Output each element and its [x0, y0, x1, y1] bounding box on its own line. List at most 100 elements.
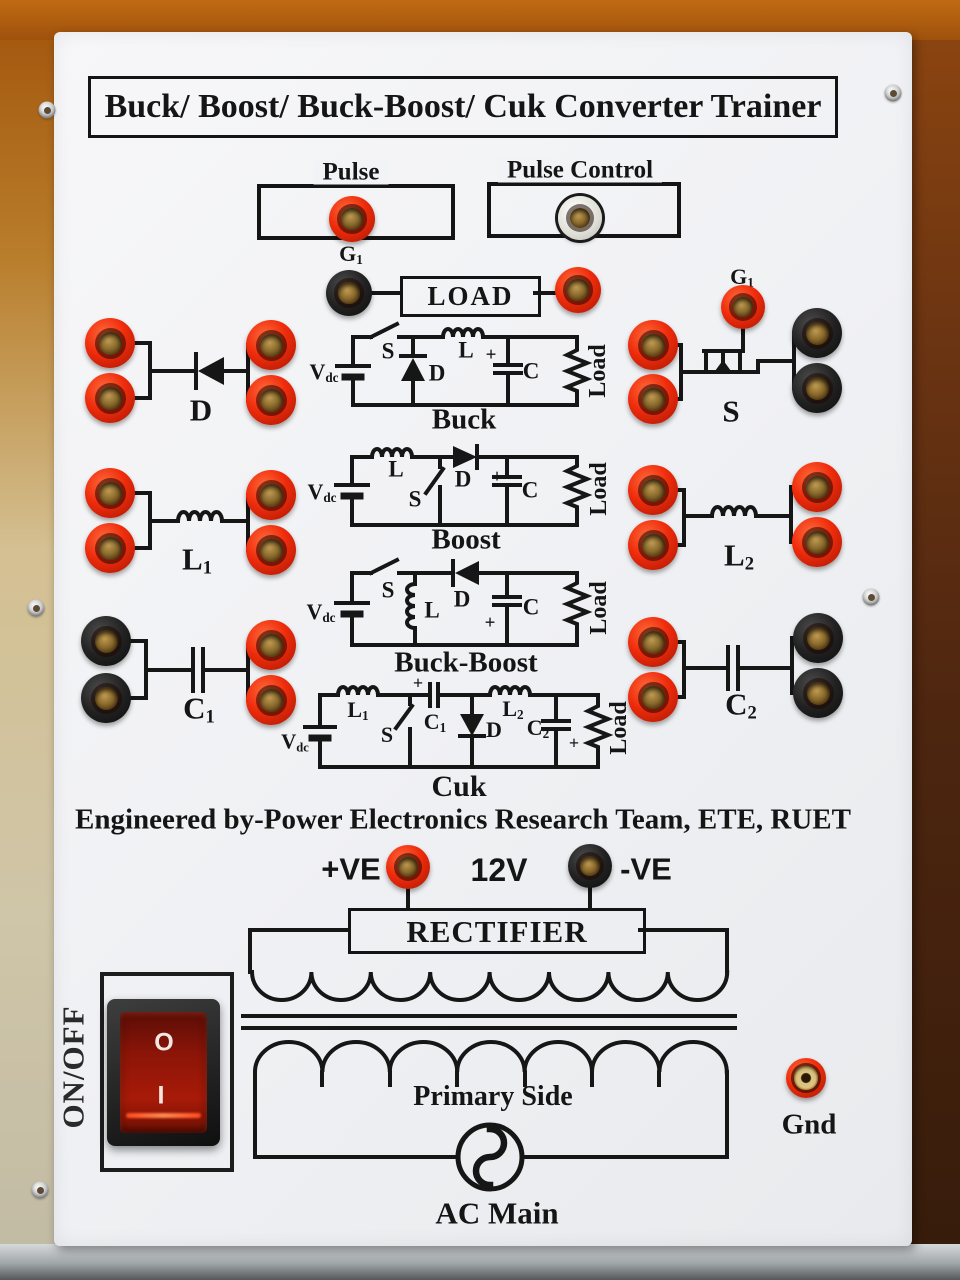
jack-hole [732, 296, 754, 318]
boost-vdc-label: Vdc [307, 479, 336, 504]
capacitor1-right-jack-lower[interactable] [246, 675, 296, 725]
cuk-inductor2-main: L [502, 696, 518, 721]
pulse-control-knob-jack[interactable] [558, 196, 602, 240]
jack-hole [338, 282, 360, 304]
jack-hole [806, 626, 830, 650]
capacitor1-label-sub: 1 [205, 706, 215, 728]
inductor1-left-jack-lower[interactable] [85, 523, 135, 573]
rocker-glow-line [126, 1113, 201, 1118]
jack-hole [805, 475, 829, 499]
mosfet-drain-jack-lower[interactable] [628, 374, 678, 424]
buck-diode-label: D [428, 360, 446, 386]
page-title: Buck/ Boost/ Buck-Boost/ Cuk Converter T… [104, 88, 822, 125]
capacitor1-left-jack-upper[interactable] [81, 616, 131, 666]
cuk-cap1-label: C1 [424, 711, 447, 735]
pulse-label: Pulse [313, 159, 389, 185]
transformer-symbol [241, 928, 737, 1192]
cuk-cap1-sub: 1 [439, 719, 447, 735]
cuk-vdc-label: Vdc [281, 729, 309, 754]
buckboost-inductor-label: L [424, 597, 440, 623]
pulse-jack-label-main: G [339, 241, 357, 266]
capacitor2-right-jack-lower[interactable] [793, 668, 843, 718]
gnd-jack[interactable] [786, 1058, 826, 1098]
capacitor2-right-jack-upper[interactable] [793, 613, 843, 663]
buck-caption: Buck [431, 403, 497, 436]
cuk-inductor2-label: L2 [502, 696, 523, 721]
inductor1-left-jack-upper[interactable] [85, 468, 135, 518]
jack-hole [94, 686, 118, 710]
positive-12v-jack[interactable] [386, 845, 430, 889]
cuk-vdc-main: V [281, 729, 297, 754]
diode-component-symbol [131, 341, 250, 402]
circuit-buckboost-schematic [334, 557, 593, 647]
credit-text: Engineered by-Power Electronics Research… [74, 803, 852, 836]
rocker-on-symbol: I [157, 1081, 165, 1110]
buckboost-vdc-sub: dc [322, 609, 336, 625]
inductor2-right-jack-upper[interactable] [792, 462, 842, 512]
table-edge-bottom [0, 1244, 960, 1280]
rectifier-wires [406, 886, 592, 910]
cuk-load-label: Load [606, 701, 632, 755]
mosfet-drain-jack-upper[interactable] [628, 320, 678, 370]
circuit-buck-schematic [335, 321, 593, 407]
jack-hole [641, 685, 665, 709]
inductor2-label-sub: 2 [744, 553, 754, 575]
capacitor2-left-jack-lower[interactable] [628, 672, 678, 722]
load-left-jack[interactable] [326, 270, 372, 316]
boost-caption: Boost [431, 523, 501, 556]
cuk-cap2-sub: 2 [542, 725, 550, 741]
boost-vdc-main: V [307, 479, 324, 504]
diode-anode-jack-lower[interactable] [85, 373, 135, 423]
load-box: LOAD [400, 276, 541, 317]
inductor1-component-symbol [131, 491, 250, 552]
buck-vdc-sub: dc [325, 369, 339, 385]
diode-anode-jack-upper[interactable] [85, 318, 135, 368]
wood-background-right [908, 40, 960, 1255]
load-box-label: LOAD [427, 281, 514, 311]
screw-top-right [884, 84, 902, 102]
mosfet-source-jack-lower[interactable] [792, 363, 842, 413]
load-right-jack[interactable] [555, 267, 601, 313]
negative-12v-jack[interactable] [568, 844, 612, 888]
boost-cap-label: C [521, 477, 539, 503]
power-rocker-switch[interactable] [120, 1012, 207, 1133]
capacitor1-label: C1 [183, 693, 215, 727]
inductor2-left-jack-lower[interactable] [628, 520, 678, 570]
capacitor1-right-jack-upper[interactable] [246, 620, 296, 670]
mosfet-component-symbol [674, 327, 796, 401]
capacitor2-left-jack-upper[interactable] [628, 617, 678, 667]
buckboost-vdc-label: Vdc [306, 601, 336, 625]
jack-hole [259, 483, 283, 507]
ac-source-icon [455, 1122, 525, 1192]
inductor2-left-jack-upper[interactable] [628, 465, 678, 515]
capacitor2-label: C2 [725, 689, 757, 723]
primary-side-label: Primary Side [413, 1081, 573, 1112]
buck-load-label: Load [585, 344, 611, 398]
mosfet-gate-jack[interactable] [721, 285, 765, 329]
buck-vdc-label: Vdc [309, 361, 339, 385]
inductor2-right-jack-lower[interactable] [792, 517, 842, 567]
mosfet-source-jack-upper[interactable] [792, 308, 842, 358]
boost-cap-plus: + [491, 466, 503, 488]
jack-hole [805, 376, 829, 400]
jack-hole [397, 856, 419, 878]
inductor1-right-jack-lower[interactable] [246, 525, 296, 575]
buckboost-load-label: Load [586, 581, 612, 635]
capacitor1-left-jack-lower[interactable] [81, 673, 131, 723]
buckboost-diode-label: D [453, 586, 471, 612]
diode-cathode-jack-upper[interactable] [246, 320, 296, 370]
boost-inductor-label: L [388, 456, 404, 482]
cuk-inductor1-sub: 1 [362, 707, 369, 723]
gate-jack-label: G1 [730, 264, 754, 289]
jack-hole [259, 688, 283, 712]
buck-cap-label: C [522, 358, 540, 384]
jack-hole [259, 333, 283, 357]
cuk-inductor1-label: L1 [347, 699, 369, 723]
inductor1-right-jack-upper[interactable] [246, 470, 296, 520]
jack-hole [259, 388, 283, 412]
pulse-output-jack[interactable] [329, 196, 375, 242]
screw-top-left [38, 101, 56, 119]
jack-hole [641, 478, 665, 502]
diode-cathode-jack-lower[interactable] [246, 375, 296, 425]
gate-jack-label-main: G [730, 264, 748, 289]
